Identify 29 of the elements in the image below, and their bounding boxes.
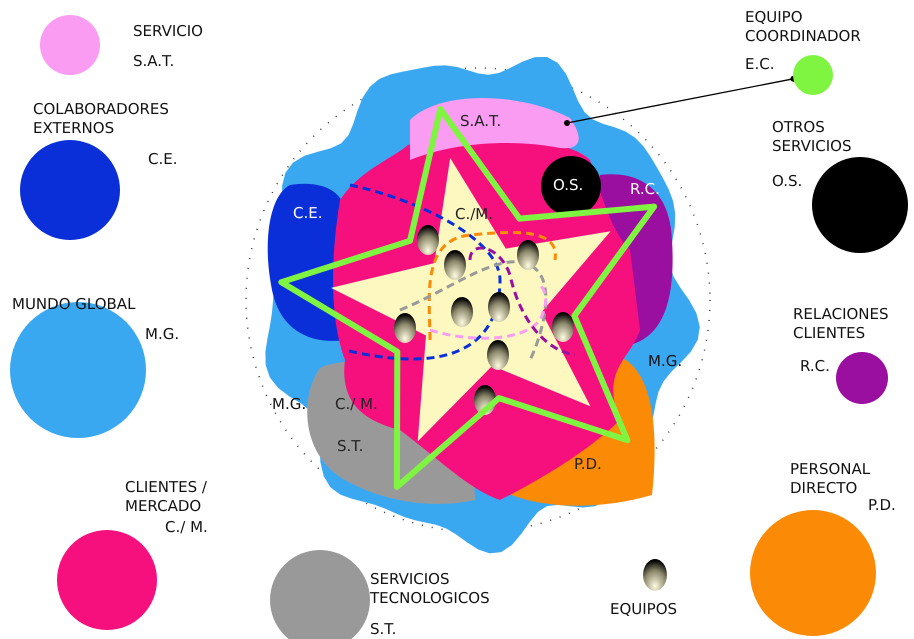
- legend-label: MUNDO GLOBAL: [12, 295, 136, 314]
- leader-line: [564, 76, 796, 126]
- legend-label: COLABORADORES EXTERNOS: [33, 100, 170, 138]
- region-abbreviation: S.T.: [370, 620, 396, 639]
- legend-label: SERVICIOS TECNOLOGICOS: [370, 570, 491, 608]
- region-abbreviation: M.G.: [272, 395, 306, 414]
- region-abbreviation: O.S.: [772, 172, 802, 191]
- coordinator-circle: [793, 55, 833, 95]
- region-abbreviation: C./ M.: [335, 395, 378, 414]
- legend-label: EQUIPOS: [610, 600, 678, 619]
- region-abbreviation: S.A.T.: [460, 112, 502, 131]
- region-abbreviation: P.D.: [574, 455, 602, 474]
- region-abbreviation: C.E.: [293, 204, 322, 223]
- legend-label: OTROS SERVICIOS: [772, 118, 853, 156]
- node-caption: EQUIPO COORDINADOR: [745, 8, 862, 46]
- region-abbreviation: M.G.: [648, 352, 682, 371]
- legend-label: PERSONAL DIRECTO: [790, 460, 872, 498]
- region-abbreviation: M.G.: [145, 325, 180, 344]
- region-abbreviation: S.A.T.: [133, 52, 174, 71]
- node-caption: E.C.: [745, 55, 774, 74]
- region-abbreviation: P.D.: [868, 496, 896, 515]
- legend-label: RELACIONES CLIENTES: [793, 305, 890, 343]
- legend-label: CLIENTES / MERCADO: [125, 478, 208, 516]
- region-abbreviation: S.T.: [337, 437, 364, 456]
- region-abbreviation: C.E.: [148, 150, 178, 169]
- region-abbreviation: R.C.: [800, 357, 830, 376]
- legend-label: SERVICIO: [133, 22, 204, 41]
- region-abbreviation: O.S.: [553, 176, 584, 195]
- region-abbreviation: C./ M.: [165, 518, 208, 537]
